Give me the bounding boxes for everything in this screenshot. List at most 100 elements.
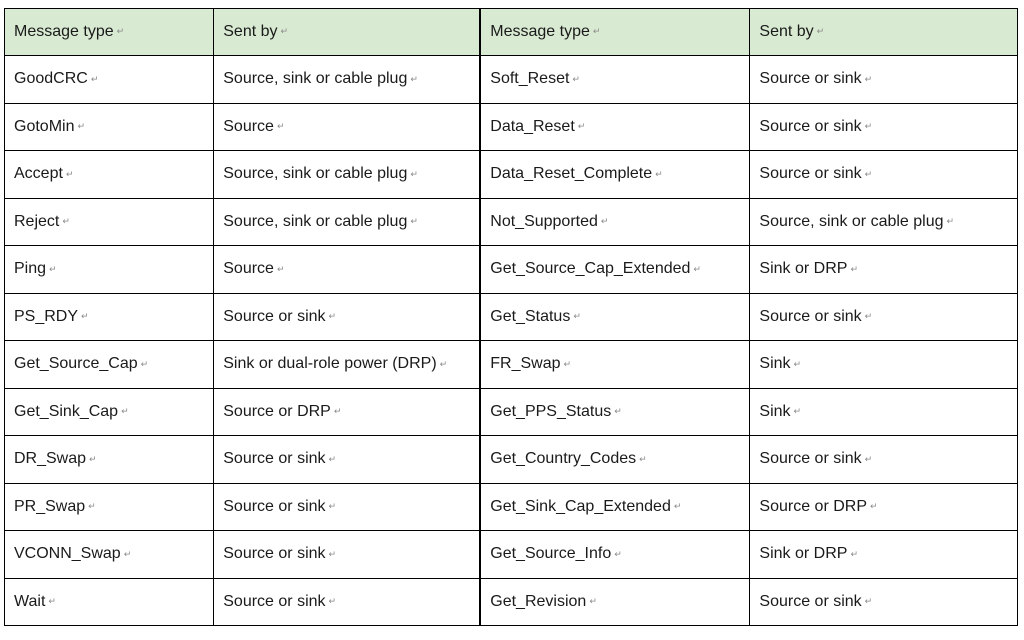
sent-by-cell: Source, sink or cable plug — [213, 197, 481, 246]
message-type-cell: Wait — [3, 577, 215, 626]
paragraph-mark-icon — [850, 264, 858, 275]
header-label: Sent by — [759, 23, 814, 40]
paragraph-mark-icon — [655, 169, 663, 180]
cell-text: Source or sink — [759, 307, 862, 325]
message-type-cell: Data_Reset — [479, 102, 751, 151]
paragraph-mark-icon — [281, 26, 289, 37]
paragraph-mark-icon — [817, 26, 825, 37]
table-row: DR_SwapSource or sinkGet_Country_CodesSo… — [3, 435, 1018, 484]
paragraph-mark-icon — [91, 74, 99, 85]
paragraph-mark-icon — [614, 549, 622, 560]
cell-text: Source or sink — [223, 497, 326, 515]
cell-text: Source or sink — [759, 165, 862, 183]
sent-by-cell: Source or sink — [749, 577, 1018, 626]
paragraph-mark-icon — [81, 311, 89, 322]
table-row: Ping Source Get_Source_Cap_Extended Sink or… — [3, 245, 1018, 294]
paragraph-mark-icon — [141, 359, 149, 370]
cell-text: Source or sink — [759, 70, 862, 88]
message-type-cell: Get_Source_Cap — [3, 340, 215, 389]
paragraph-mark-icon — [89, 454, 97, 465]
cell-text: Get_Source_Cap_Extended — [490, 260, 691, 278]
paragraph-mark-icon — [121, 406, 129, 417]
message-type-table: Message type Sent by Message type Sent b… — [3, 8, 1018, 626]
paragraph-mark-icon — [614, 406, 622, 417]
sent-by-cell: Sink or DRP — [749, 530, 1018, 579]
cell-text: Data_Reset_Complete — [490, 165, 653, 183]
paragraph-mark-icon — [674, 501, 682, 512]
paragraph-mark-icon — [49, 264, 57, 275]
cell-text: Sink — [759, 355, 791, 373]
cell-text: Source, sink or cable plug — [223, 70, 408, 88]
paragraph-mark-icon — [564, 359, 572, 370]
header-sent-by-right: Sent by — [749, 8, 1018, 56]
paragraph-mark-icon — [572, 74, 580, 85]
cell-text: Source — [223, 260, 274, 278]
message-type-cell: Not_Supported — [479, 197, 751, 246]
table-row: GoodCRCSource, sink or cable plugSoft_Re… — [3, 55, 1018, 104]
cell-text: FR_Swap — [490, 355, 561, 373]
table-row: Get_Source_CapSink or dual-role power (D… — [3, 340, 1018, 389]
paragraph-mark-icon — [865, 121, 873, 132]
paragraph-mark-icon — [794, 359, 802, 370]
sent-by-cell: Source or DRP — [213, 387, 481, 436]
sent-by-cell: Source — [213, 245, 481, 294]
paragraph-mark-icon — [573, 311, 581, 322]
message-type-cell: Get_Country_Codes — [479, 435, 751, 484]
table-row: GotoMinSourceData_ResetSource or sink — [3, 102, 1018, 151]
message-type-cell: Data_Reset_Complete — [479, 150, 751, 199]
cell-text: Not_Supported — [490, 212, 598, 230]
message-type-cell: Ping — [3, 245, 215, 294]
sent-by-cell: Source or sink — [213, 530, 481, 579]
message-type-cell: Get_Sink_Cap_Extended — [479, 482, 751, 531]
cell-text: Sink — [759, 402, 791, 420]
sent-by-cell: Source or sink — [213, 577, 481, 626]
paragraph-mark-icon — [329, 501, 337, 512]
cell-text: Data_Reset — [490, 117, 575, 135]
message-type-cell: FR_Swap — [479, 340, 751, 389]
table-header: Message type Sent by Message type Sent b… — [3, 8, 1018, 56]
paragraph-mark-icon — [329, 549, 337, 560]
message-type-cell: PS_RDY — [3, 292, 215, 341]
table-row: PR_SwapSource or sinkGet_Sink_Cap_Extend… — [3, 482, 1018, 531]
paragraph-mark-icon — [440, 359, 448, 370]
cell-text: Wait — [14, 592, 46, 610]
paragraph-mark-icon — [48, 596, 56, 607]
cell-text: Get_Source_Info — [490, 545, 612, 563]
cell-text: Get_Status — [490, 307, 571, 325]
cell-text: Ping — [14, 260, 47, 278]
cell-text: Source or sink — [223, 450, 326, 468]
cell-text: Source or sink — [223, 307, 326, 325]
cell-text: Soft_Reset — [490, 70, 570, 88]
cell-text: DR_Swap — [14, 450, 87, 468]
paragraph-mark-icon — [329, 596, 337, 607]
paragraph-mark-icon — [410, 74, 418, 85]
paragraph-mark-icon — [794, 406, 802, 417]
sent-by-cell: Source or sink — [749, 102, 1018, 151]
sent-by-cell: Source or sink — [749, 55, 1018, 104]
paragraph-mark-icon — [865, 311, 873, 322]
paragraph-mark-icon — [88, 501, 96, 512]
paragraph-mark-icon — [277, 121, 285, 132]
paragraph-mark-icon — [870, 501, 878, 512]
paragraph-mark-icon — [593, 26, 601, 37]
sent-by-cell: Sink — [749, 387, 1018, 436]
sent-by-cell: Source, sink or cable plug — [749, 197, 1018, 246]
sent-by-cell: Sink or DRP — [749, 245, 1018, 294]
header-label: Message type — [14, 23, 114, 40]
cell-text: VCONN_Swap — [14, 545, 121, 563]
cell-text: Reject — [14, 212, 60, 230]
paragraph-mark-icon — [850, 549, 858, 560]
message-type-cell: Soft_Reset — [479, 55, 751, 104]
paragraph-mark-icon — [865, 169, 873, 180]
cell-text: Source or sink — [223, 545, 326, 563]
cell-text: Sink or DRP — [759, 545, 848, 563]
cell-text: Source or DRP — [759, 497, 867, 515]
header-message-type-right: Message type — [479, 8, 751, 56]
paragraph-mark-icon — [865, 454, 873, 465]
cell-text: Get_Sink_Cap — [14, 402, 119, 420]
paragraph-mark-icon — [865, 596, 873, 607]
sent-by-cell: Source or sink — [213, 482, 481, 531]
cell-text: Source or DRP — [223, 402, 331, 420]
header-row: Message type Sent by Message type Sent b… — [3, 8, 1018, 56]
cell-text: GotoMin — [14, 117, 75, 135]
